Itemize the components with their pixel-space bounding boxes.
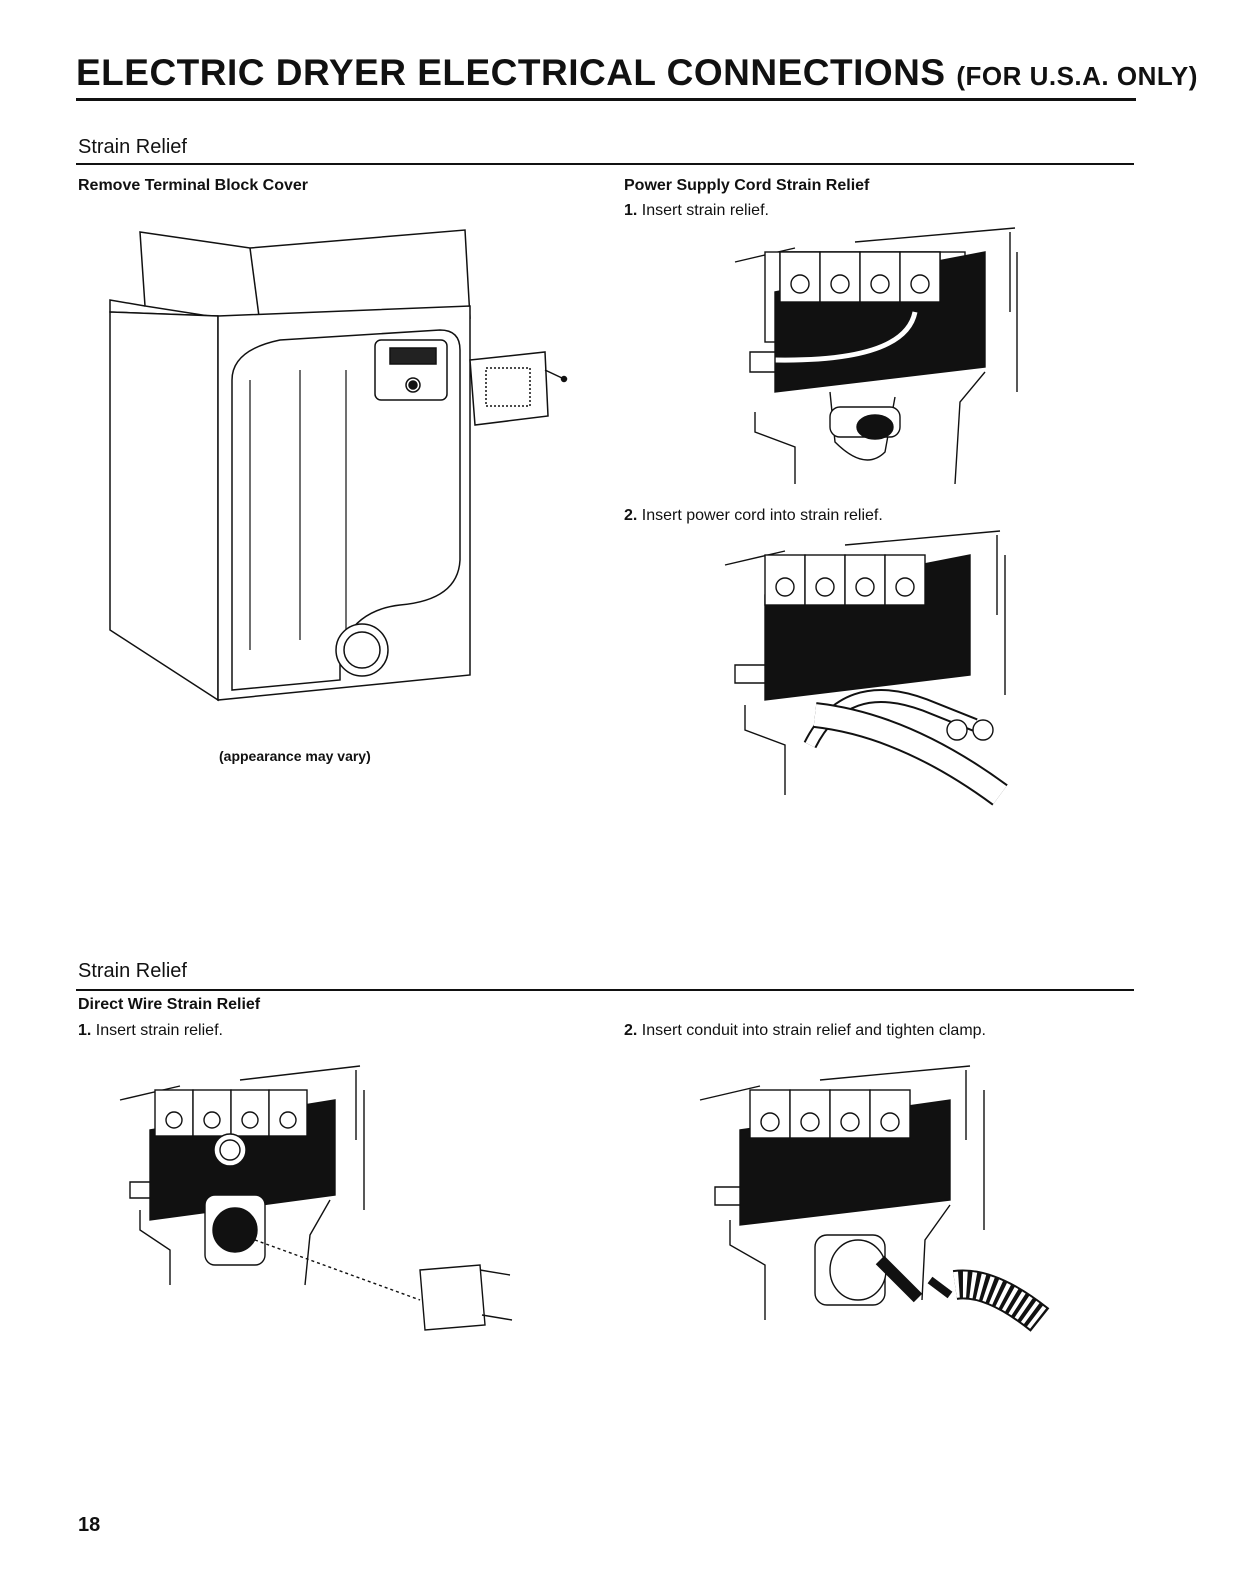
page-title: ELECTRIC DRYER ELECTRICAL CONNECTIONS (F… <box>76 52 1197 101</box>
power-step-2: 2. Insert power cord into strain relief. <box>624 507 883 525</box>
appearance-caption: (appearance may vary) <box>219 748 371 764</box>
step-text: Insert strain relief. <box>95 1022 223 1039</box>
strain-relief-insert-illustration <box>734 227 1018 485</box>
power-cord-heading: Power Supply Cord Strain Relief <box>624 177 870 194</box>
section1-rule <box>76 163 1134 165</box>
step-text: Insert strain relief. <box>641 202 769 219</box>
page-number: 18 <box>78 1514 101 1536</box>
section2-heading: Strain Relief <box>78 960 187 982</box>
direct-step-2: 2. Insert conduit into strain relief and… <box>624 1022 986 1040</box>
title-subtitle: (FOR U.S.A. ONLY) <box>956 61 1198 91</box>
step-number: 2. <box>624 1022 638 1039</box>
title-main: ELECTRIC DRYER ELECTRICAL CONNECTIONS <box>76 52 946 93</box>
direct-wire-insert-illustration <box>119 1065 513 1331</box>
direct-wire-heading: Direct Wire Strain Relief <box>78 996 261 1013</box>
step-text: Insert conduit into strain relief and ti… <box>641 1022 986 1039</box>
remove-cover-heading: Remove Terminal Block Cover <box>78 177 309 194</box>
dryer-illustration <box>109 229 568 702</box>
section1-heading: Strain Relief <box>78 136 187 158</box>
power-step-1: 1. Insert strain relief. <box>624 202 769 220</box>
step-number: 1. <box>78 1022 92 1039</box>
section2-rule <box>76 989 1134 991</box>
power-cord-insert-illustration <box>724 530 1008 806</box>
step-text: Insert power cord into strain relief. <box>641 507 883 524</box>
direct-step-1: 1. Insert strain relief. <box>78 1022 223 1040</box>
conduit-insert-illustration <box>699 1065 1050 1332</box>
step-number: 2. <box>624 507 638 524</box>
step-number: 1. <box>624 202 638 219</box>
